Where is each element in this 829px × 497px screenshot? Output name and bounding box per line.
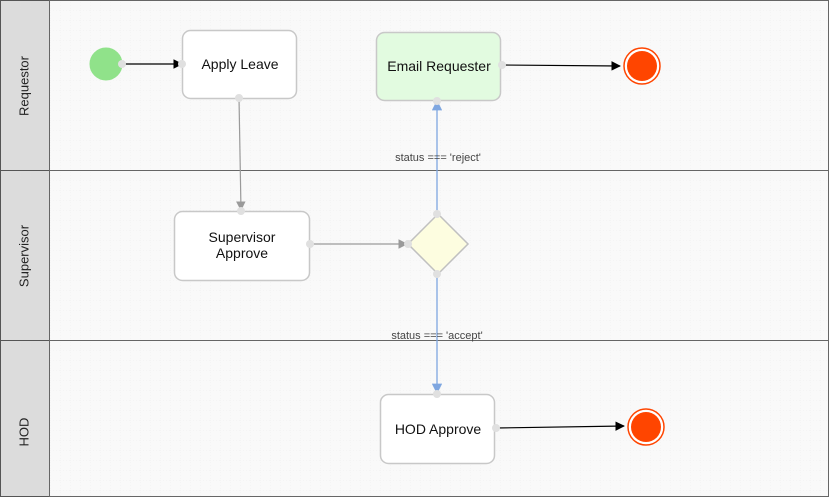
task-supervisor-approve[interactable]: Supervisor Approve (173, 210, 311, 282)
task-email-requester[interactable]: Email Requester (375, 31, 502, 102)
condition-label-reject: status === 'reject' (395, 152, 481, 164)
connection-point (433, 210, 441, 218)
connection-point (498, 61, 506, 69)
end-event-hod[interactable] (627, 408, 665, 446)
flow-apply-leave-to-supervisor-approve[interactable] (236, 97, 246, 211)
lane-label-supervisor: Supervisor (16, 224, 31, 287)
connection-point (433, 270, 441, 278)
connection-point (404, 240, 412, 248)
lane-label-requestor: Requestor (16, 55, 31, 116)
end-event-requestor[interactable] (623, 47, 661, 85)
connection-point (178, 60, 186, 68)
connection-point (433, 97, 441, 105)
connection-point (433, 390, 441, 398)
lane-header-hod (0, 340, 50, 497)
task-supervisor-approve-label-line2: Approve (216, 245, 268, 261)
lane-label-hod: HOD (16, 418, 31, 447)
connection-points (118, 60, 506, 432)
start-event[interactable] (89, 47, 123, 81)
connection-point (306, 240, 314, 248)
flow-hod-approve-to-end[interactable] (495, 421, 625, 431)
task-apply-leave-label: Apply Leave (201, 56, 278, 72)
task-hod-approve-label: HOD Approve (395, 421, 482, 437)
flow-email-requester-to-end[interactable] (501, 61, 621, 71)
task-apply-leave[interactable]: Apply Leave (181, 29, 298, 100)
condition-label-accept: status === 'accept' (391, 330, 482, 342)
connection-point (237, 207, 245, 215)
connection-point (492, 424, 500, 432)
task-email-requester-label: Email Requester (387, 58, 491, 74)
connection-point (235, 94, 243, 102)
connection-point (118, 60, 126, 68)
task-supervisor-approve-label-line1: Supervisor (209, 229, 276, 245)
task-hod-approve[interactable]: HOD Approve (379, 393, 496, 465)
